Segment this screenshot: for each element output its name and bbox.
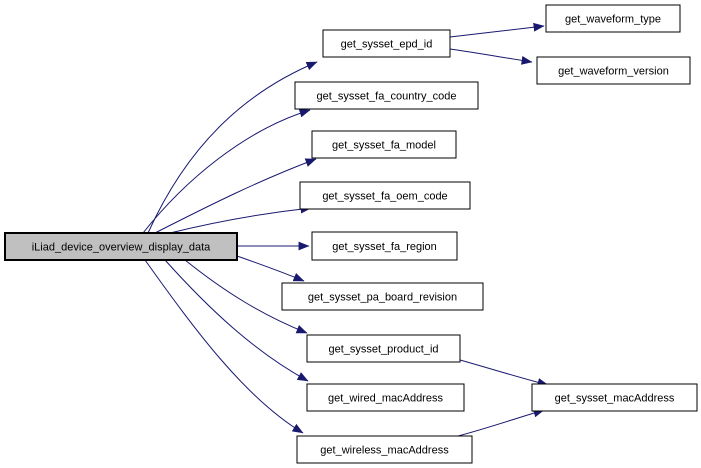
node-label-get_waveform_version: get_waveform_version bbox=[558, 66, 669, 78]
edge-get_wireless_macAddress-to-get_sysset_macAddress bbox=[457, 408, 545, 437]
node-label-get_sysset_fa_country_code: get_sysset_fa_country_code bbox=[316, 91, 456, 103]
node-box-get_sysset_epd_id[interactable] bbox=[322, 29, 451, 58]
node-box-get_sysset_pa_board_revision[interactable] bbox=[281, 282, 484, 311]
edge-iLiad_device_overview_display_data-to-get_sysset_fa_oem_code bbox=[169, 204, 312, 234]
node-label-get_sysset_epd_id: get_sysset_epd_id bbox=[341, 39, 433, 51]
node-get_sysset_fa_country_code[interactable]: get_sysset_fa_country_code bbox=[294, 81, 479, 110]
node-label-get_sysset_product_id: get_sysset_product_id bbox=[328, 344, 438, 356]
node-label-get_sysset_fa_region: get_sysset_fa_region bbox=[332, 241, 437, 253]
node-label-get_waveform_type: get_waveform_type bbox=[565, 14, 661, 26]
edge-iLiad_device_overview_display_data-to-get_wireless_macAddress bbox=[144, 259, 304, 434]
node-box-get_sysset_product_id[interactable] bbox=[306, 334, 461, 363]
node-get_sysset_fa_oem_code[interactable]: get_sysset_fa_oem_code bbox=[299, 181, 471, 210]
edge-iLiad_device_overview_display_data-to-get_sysset_pa_board_revision bbox=[236, 255, 305, 282]
node-label-get_sysset_macAddress: get_sysset_macAddress bbox=[555, 393, 675, 405]
edge-get_sysset_epd_id-to-get_waveform_type bbox=[449, 22, 545, 38]
edge-get_sysset_epd_id-to-get_waveform_version bbox=[449, 48, 533, 65]
node-get_waveform_version[interactable]: get_waveform_version bbox=[536, 56, 691, 85]
node-label-get_sysset_pa_board_revision: get_sysset_pa_board_revision bbox=[308, 292, 457, 304]
nodes-layer: iLiad_device_overview_display_data get_sy… bbox=[4, 4, 698, 464]
node-box-get_waveform_type[interactable] bbox=[545, 4, 681, 33]
node-iLiad_device_overview_display_data[interactable]: iLiad_device_overview_display_data bbox=[4, 232, 238, 261]
edge-iLiad_device_overview_display_data-to-get_sysset_epd_id bbox=[147, 61, 318, 234]
node-box-get_sysset_fa_oem_code[interactable] bbox=[299, 181, 471, 210]
node-get_sysset_epd_id[interactable]: get_sysset_epd_id bbox=[322, 29, 451, 58]
node-box-iLiad_device_overview_display_data[interactable] bbox=[4, 232, 238, 261]
node-get_sysset_fa_region[interactable]: get_sysset_fa_region bbox=[311, 231, 458, 261]
node-box-get_sysset_fa_country_code[interactable] bbox=[294, 81, 479, 110]
node-box-get_wired_macAddress[interactable] bbox=[306, 383, 465, 412]
node-box-get_wireless_macAddress[interactable] bbox=[296, 435, 473, 464]
node-box-get_sysset_macAddress[interactable] bbox=[531, 383, 698, 412]
node-label-get_wireless_macAddress: get_wireless_macAddress bbox=[320, 445, 449, 457]
edge-iLiad_device_overview_display_data-to-get_wired_macAddress bbox=[164, 259, 309, 382]
node-label-get_wired_macAddress: get_wired_macAddress bbox=[328, 393, 443, 405]
node-box-get_sysset_fa_region[interactable] bbox=[311, 231, 458, 261]
node-get_sysset_macAddress[interactable]: get_sysset_macAddress bbox=[531, 383, 698, 412]
node-label-get_sysset_fa_model: get_sysset_fa_model bbox=[332, 140, 436, 152]
edge-iLiad_device_overview_display_data-to-get_sysset_fa_country_code bbox=[142, 108, 311, 234]
node-label-get_sysset_fa_oem_code: get_sysset_fa_oem_code bbox=[322, 191, 447, 203]
node-get_sysset_fa_model[interactable]: get_sysset_fa_model bbox=[311, 130, 457, 159]
edge-iLiad_device_overview_display_data-to-get_sysset_fa_model bbox=[154, 158, 317, 234]
node-get_sysset_pa_board_revision[interactable]: get_sysset_pa_board_revision bbox=[281, 282, 484, 311]
node-get_waveform_type[interactable]: get_waveform_type bbox=[545, 4, 681, 33]
node-get_sysset_product_id[interactable]: get_sysset_product_id bbox=[306, 334, 461, 363]
edge-get_sysset_product_id-to-get_sysset_macAddress bbox=[459, 359, 549, 387]
edges-layer bbox=[142, 22, 549, 437]
node-label-iLiad_device_overview_display_data: iLiad_device_overview_display_data bbox=[32, 242, 211, 254]
node-box-get_sysset_fa_model[interactable] bbox=[311, 130, 457, 159]
node-get_wireless_macAddress[interactable]: get_wireless_macAddress bbox=[296, 435, 473, 464]
edge-iLiad_device_overview_display_data-to-get_sysset_product_id bbox=[184, 259, 308, 334]
node-box-get_waveform_version[interactable] bbox=[536, 56, 691, 85]
node-get_wired_macAddress[interactable]: get_wired_macAddress bbox=[306, 383, 465, 412]
